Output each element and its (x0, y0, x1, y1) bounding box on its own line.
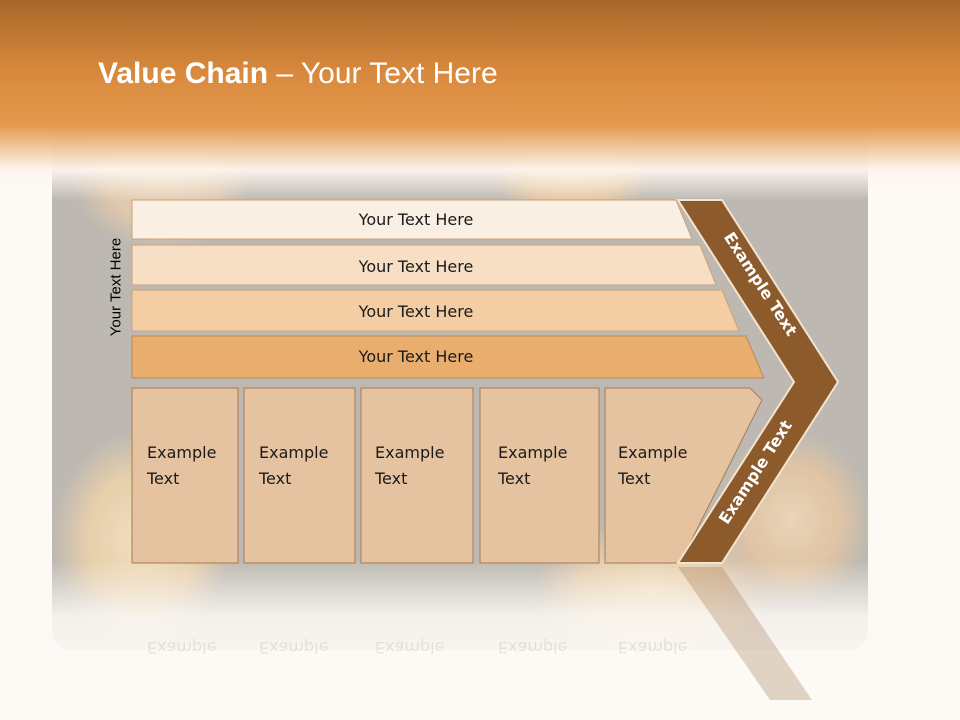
primary-box-1-line2: Text (146, 469, 179, 488)
title-rest: – Your Text Here (268, 57, 498, 90)
support-band-3-label: Your Text Here (358, 302, 474, 321)
primary-box-3[interactable] (360, 387, 474, 564)
reflection-label-3: Example (375, 638, 444, 657)
reflection-chevron (678, 567, 812, 700)
primary-box-5-line1: Example (618, 443, 687, 462)
support-band-2-label: Your Text Here (358, 257, 474, 276)
primary-box-2[interactable] (243, 387, 356, 564)
bottom-fade (0, 560, 960, 720)
support-band-1[interactable] (131, 199, 693, 240)
title-bold: Value Chain (98, 57, 269, 90)
primary-box-5-line2: Text (617, 469, 650, 488)
reflection-label-2: Example (259, 638, 328, 657)
primary-box-1-line1: Example (147, 443, 216, 462)
primary-box-1[interactable] (131, 387, 239, 564)
support-band-4[interactable] (131, 335, 765, 379)
support-band-3[interactable] (131, 289, 740, 332)
primary-box-4-line1: Example (498, 443, 567, 462)
header-band (0, 0, 960, 200)
primary-box-2-line1: Example (259, 443, 328, 462)
primary-box-3-line1: Example (375, 443, 444, 462)
primary-activities: Example Text Example Text Example Text E… (131, 387, 763, 564)
margin-chevron[interactable] (676, 199, 840, 564)
support-band-1-label: Your Text Here (358, 210, 474, 229)
reflection: Example Example Example Example Example (147, 567, 812, 700)
primary-box-4[interactable] (479, 387, 600, 564)
reflection-label-1: Example (147, 638, 216, 657)
primary-box-2-line2: Text (258, 469, 291, 488)
support-band-4-label: Your Text Here (358, 347, 474, 366)
reflection-label-5: Example (618, 638, 687, 657)
reflection-label-4: Example (498, 638, 567, 657)
primary-box-3-line2: Text (374, 469, 407, 488)
support-band-2[interactable] (131, 244, 717, 286)
support-bands: Your Text Here Your Text Here Your Text … (131, 199, 765, 379)
primary-box-5[interactable] (604, 387, 763, 564)
slide-title: Value Chain – Your Text Here (98, 52, 498, 96)
primary-box-4-line2: Text (497, 469, 530, 488)
